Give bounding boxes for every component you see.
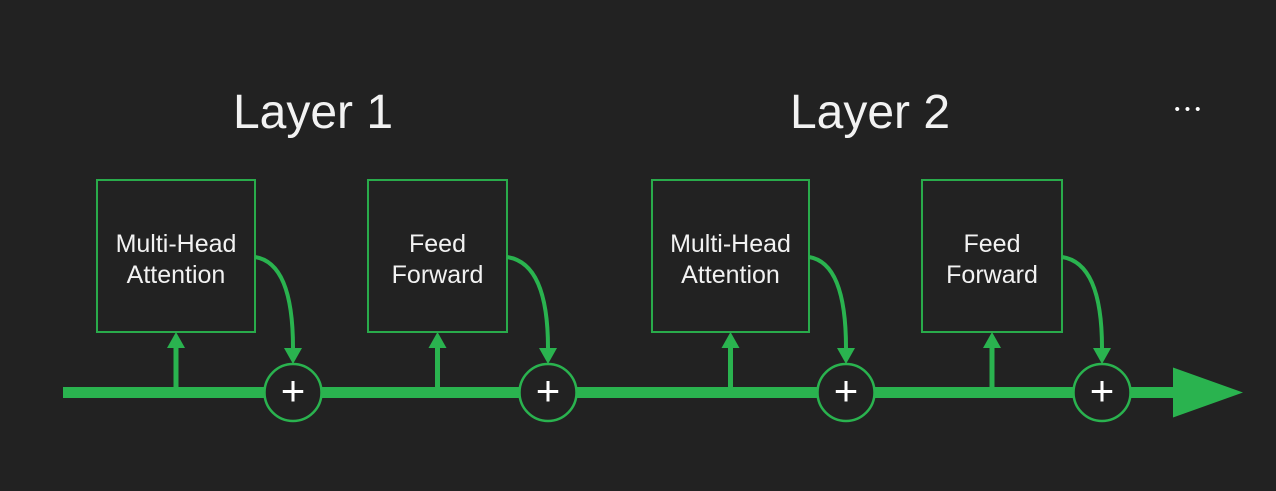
layer1-feed-forward-block: Feed Forward + [367, 179, 578, 423]
feed-forward-box [367, 179, 508, 333]
plus-circle-icon [816, 362, 876, 423]
input-arrow [721, 332, 740, 390]
up-arrowhead-icon [428, 332, 447, 348]
block-label-line2: Forward [946, 261, 1038, 289]
right-arrow-icon [1173, 367, 1243, 418]
add-node-plus: + [1090, 367, 1115, 414]
block-label-line1: Feed [964, 230, 1021, 258]
layer2-feed-forward-block: Feed Forward + [921, 179, 1132, 423]
layer-2-group: Layer 2 Multi-Head Attention + F [651, 86, 1132, 423]
residual-add-arrow-curve [506, 255, 550, 349]
down-arrowhead-icon [539, 348, 557, 364]
layer-2-title: Layer 2 [790, 86, 950, 139]
block-label-line2: Attention [127, 261, 226, 289]
add-node-plus: + [536, 367, 561, 414]
residual-add-arrow [808, 255, 855, 364]
layer-1-group: Layer 1 Multi-Head Attention + F [96, 86, 578, 423]
residual-add-arrow [254, 255, 302, 364]
up-arrowhead-icon [983, 332, 1001, 348]
multi-head-attention-box [96, 179, 256, 333]
residual-add-arrow [1061, 255, 1111, 364]
plus-circle-icon [263, 362, 323, 423]
input-arrow [983, 332, 1001, 390]
block-label-line2: Forward [392, 261, 484, 289]
layer2-multi-head-attention-block: Multi-Head Attention + [651, 179, 876, 423]
residual-stream [63, 367, 1243, 418]
residual-add-arrow-curve [1061, 255, 1104, 349]
layer-1-title: Layer 1 [233, 86, 393, 139]
input-arrow [428, 332, 447, 390]
plus-circle-icon [518, 362, 578, 423]
down-arrowhead-icon [284, 348, 302, 364]
block-label-line1: Multi-Head [670, 230, 791, 258]
add-node-plus: + [834, 367, 859, 414]
multi-head-attention-box [651, 179, 810, 333]
residual-add-arrow-curve [254, 255, 295, 349]
input-arrow [167, 332, 185, 390]
block-label-line2: Attention [681, 261, 780, 289]
layer1-multi-head-attention-block: Multi-Head Attention + [96, 179, 323, 423]
ellipsis-icon: ••• [1175, 101, 1206, 118]
plus-circle-icon [1072, 362, 1132, 423]
block-label-line1: Feed [409, 230, 466, 258]
up-arrowhead-icon [721, 332, 740, 348]
add-node-plus: + [281, 367, 306, 414]
feed-forward-box [921, 179, 1063, 333]
residual-add-arrow [506, 255, 557, 364]
down-arrowhead-icon [1093, 348, 1111, 364]
residual-add-arrow-curve [808, 255, 848, 349]
block-label-line1: Multi-Head [116, 230, 237, 258]
down-arrowhead-icon [837, 348, 855, 364]
up-arrowhead-icon [167, 332, 185, 348]
